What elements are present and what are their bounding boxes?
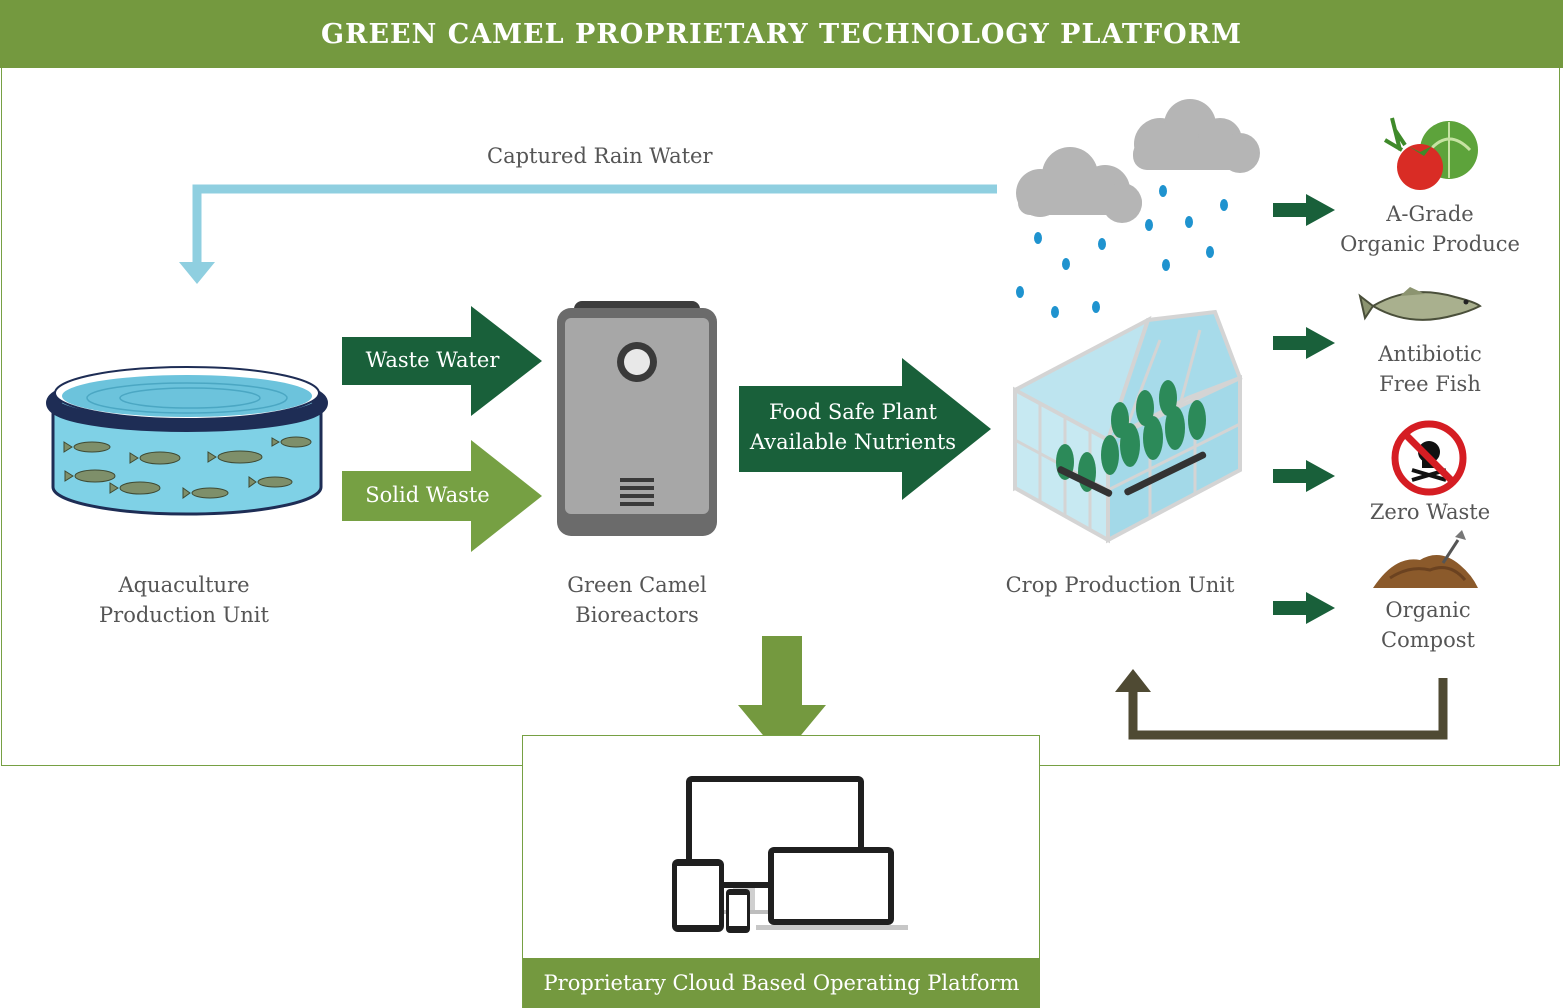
bioreactors-label-line1: Green Camel [567, 573, 707, 597]
cloud-platform-label: Proprietary Cloud Based Operating Platfo… [543, 971, 1020, 995]
output-fish-line1: Antibiotic [1378, 342, 1482, 366]
output-fish-label: Antibiotic Free Fish [1330, 339, 1530, 399]
output-arrows [1273, 194, 1335, 624]
output-compost-label: Organic Compost [1328, 595, 1528, 655]
waste-water-arrow [342, 306, 542, 416]
nutrients-arrow [739, 358, 991, 500]
aquaculture-label-line2: Production Unit [99, 603, 269, 627]
output-fish-line2: Free Fish [1379, 372, 1481, 396]
rain-clouds-icon [1016, 99, 1260, 318]
compost-icon [1373, 530, 1478, 588]
output-produce-line2: Organic Produce [1340, 232, 1520, 256]
greenhouse-icon [1013, 309, 1243, 544]
rain-water-label: Captured Rain Water [487, 144, 713, 168]
nutrients-label-line1: Food Safe Plant [769, 400, 937, 424]
compost-return-arrow [1115, 669, 1448, 740]
page-title: GREEN CAMEL PROPRIETARY TECHNOLOGY PLATF… [320, 18, 1243, 50]
output-zero-waste-label: Zero Waste [1330, 497, 1530, 527]
fish-output-arrow [1273, 327, 1335, 359]
cloud-platform-bar: Proprietary Cloud Based Operating Platfo… [523, 958, 1040, 1008]
nutrients-label: Food Safe Plant Available Nutrients [742, 397, 964, 457]
platform-down-arrow [738, 636, 826, 758]
output-produce-line1: A-Grade [1386, 202, 1474, 226]
produce-output-arrow [1273, 194, 1335, 226]
solid-waste-arrow [342, 440, 542, 552]
output-zero-waste-line1: Zero Waste [1369, 500, 1491, 524]
output-compost-line2: Compost [1381, 628, 1475, 652]
waste-water-label: Waste Water [365, 348, 500, 372]
fish-icon [1358, 287, 1482, 321]
produce-icon [1383, 117, 1478, 190]
output-compost-line1: Organic [1385, 598, 1471, 622]
crop-production-label: Crop Production Unit [1005, 573, 1235, 597]
no-waste-icon [1391, 420, 1467, 496]
devices-icon [672, 776, 908, 933]
fish-tank-icon [46, 366, 328, 516]
bioreactors-label: Green Camel Bioreactors [527, 570, 747, 630]
aquaculture-label-line1: Aquaculture [118, 573, 250, 597]
header-banner: GREEN CAMEL PROPRIETARY TECHNOLOGY PLATF… [0, 0, 1563, 68]
bioreactor-icon [557, 301, 717, 536]
compost-output-arrow [1273, 592, 1335, 624]
output-produce-label: A-Grade Organic Produce [1330, 199, 1530, 259]
zero-waste-output-arrow [1273, 460, 1335, 492]
solid-waste-label: Solid Waste [365, 483, 490, 507]
nutrients-label-line2: Available Nutrients [749, 430, 957, 454]
bioreactors-label-line2: Bioreactors [575, 603, 699, 627]
aquaculture-label: Aquaculture Production Unit [74, 570, 294, 630]
rain-water-arrow [179, 184, 997, 284]
